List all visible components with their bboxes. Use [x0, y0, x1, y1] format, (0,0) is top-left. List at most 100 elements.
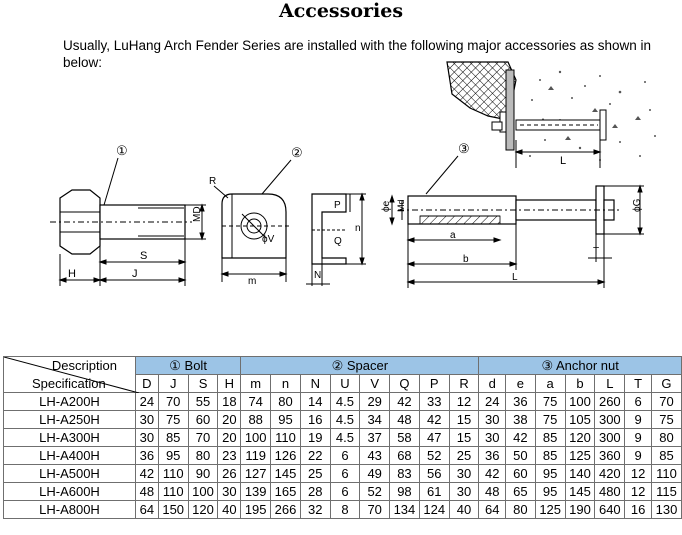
value-cell: 19 — [299, 428, 331, 447]
spacer-N-label: N — [314, 270, 321, 281]
value-cell: 70 — [157, 392, 189, 411]
corner-specification-label: Specification — [32, 376, 106, 391]
bolt-H-label: H — [68, 268, 76, 280]
anchor-nut-drawing: ③ ϕe Md a b L T — [381, 141, 644, 288]
value-cell: 23 — [217, 446, 242, 465]
value-cell: 85 — [650, 446, 682, 465]
value-cell: 16 — [299, 410, 331, 429]
value-cell: 43 — [359, 446, 391, 465]
spacer-m-label: m — [248, 276, 256, 287]
spacer-P-label: P — [334, 200, 341, 211]
value-cell: 480 — [594, 482, 626, 501]
spec-cell: LH-A300H — [3, 428, 136, 447]
column-header-Q: Q — [389, 374, 420, 393]
value-cell: 33 — [418, 392, 450, 411]
column-header-H: H — [217, 374, 242, 393]
value-cell: 36 — [478, 446, 507, 465]
bolt-S-label: S — [140, 250, 147, 262]
value-cell: 80 — [187, 446, 219, 465]
value-cell: 48 — [134, 482, 159, 501]
value-cell: 266 — [270, 500, 301, 519]
value-cell: 12 — [624, 464, 652, 483]
value-cell: 110 — [157, 482, 189, 501]
value-cell: 25 — [448, 446, 480, 465]
value-cell: 56 — [418, 464, 450, 483]
value-cell: 42 — [389, 392, 420, 411]
value-cell: 98 — [389, 482, 420, 501]
value-cell: 75 — [534, 410, 566, 429]
value-cell: 42 — [418, 410, 450, 429]
value-cell: 165 — [270, 482, 301, 501]
column-header-b: b — [564, 374, 596, 393]
column-header-N: N — [299, 374, 331, 393]
value-cell: 14 — [299, 392, 331, 411]
group-bolt-header: ① Bolt — [134, 356, 242, 375]
value-cell: 15 — [448, 428, 480, 447]
value-cell: 145 — [270, 464, 301, 483]
group-anchor-nut-header: ③ Anchor nut — [478, 356, 682, 375]
spacer-Q-label: Q — [334, 236, 342, 247]
value-cell: 29 — [359, 392, 391, 411]
installation-sketch: L — [446, 61, 656, 168]
value-cell: 20 — [217, 428, 242, 447]
value-cell: 55 — [187, 392, 219, 411]
column-header-J: J — [157, 374, 189, 393]
table-corner: Description Specification — [3, 356, 139, 393]
value-cell: 4.5 — [329, 392, 361, 411]
column-header-n: n — [270, 374, 301, 393]
page-title: Accessories — [278, 0, 404, 22]
value-cell: 100 — [240, 428, 272, 447]
callout-2: ② — [291, 145, 303, 160]
value-cell: 190 — [564, 500, 596, 519]
spec-cell: LH-A400H — [3, 446, 136, 465]
spec-cell: LH-A500H — [3, 464, 136, 483]
value-cell: 30 — [134, 428, 159, 447]
value-cell: 105 — [564, 410, 596, 429]
value-cell: 38 — [505, 410, 536, 429]
value-cell: 90 — [187, 464, 219, 483]
value-cell: 80 — [505, 500, 536, 519]
value-cell: 65 — [505, 482, 536, 501]
value-cell: 37 — [359, 428, 391, 447]
value-cell: 42 — [478, 464, 507, 483]
value-cell: 134 — [389, 500, 420, 519]
value-cell: 58 — [389, 428, 420, 447]
value-cell: 125 — [534, 500, 566, 519]
value-cell: 126 — [270, 446, 301, 465]
value-cell: 4.5 — [329, 410, 361, 429]
corner-diagonal — [4, 357, 139, 393]
value-cell: 83 — [389, 464, 420, 483]
value-cell: 300 — [594, 428, 626, 447]
value-cell: 95 — [157, 446, 189, 465]
nut-Md-label: Md — [396, 199, 406, 212]
value-cell: 110 — [650, 464, 682, 483]
value-cell: 110 — [270, 428, 301, 447]
value-cell: 12 — [624, 482, 652, 501]
value-cell: 6 — [329, 482, 361, 501]
value-cell: 85 — [157, 428, 189, 447]
value-cell: 75 — [534, 392, 566, 411]
value-cell: 75 — [157, 410, 189, 429]
value-cell: 124 — [418, 500, 450, 519]
value-cell: 36 — [134, 446, 159, 465]
value-cell: 125 — [564, 446, 596, 465]
value-cell: 85 — [534, 446, 566, 465]
spacer-R-label: R — [209, 176, 216, 187]
value-cell: 100 — [187, 482, 219, 501]
callout-3: ③ — [458, 141, 470, 156]
value-cell: 640 — [594, 500, 626, 519]
value-cell: 12 — [448, 392, 480, 411]
value-cell: 120 — [564, 428, 596, 447]
value-cell: 60 — [187, 410, 219, 429]
accessories-drawing: L ① S J H MD ② — [50, 61, 656, 288]
value-cell: 127 — [240, 464, 272, 483]
value-cell: 42 — [505, 428, 536, 447]
install-L-label: L — [560, 155, 566, 167]
value-cell: 6 — [329, 464, 361, 483]
value-cell: 4.5 — [329, 428, 361, 447]
